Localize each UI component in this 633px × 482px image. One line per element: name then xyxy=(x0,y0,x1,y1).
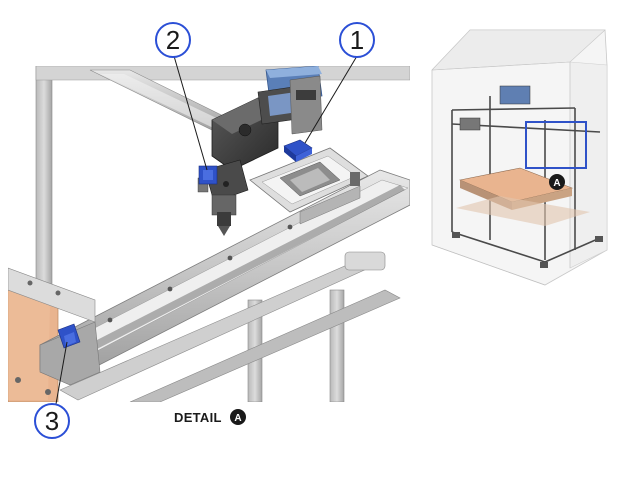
detail-marker-letter: A xyxy=(234,413,241,424)
highlight-part-2 xyxy=(198,165,218,185)
callout-2-label: 2 xyxy=(166,25,180,55)
callout-1-label: 1 xyxy=(350,25,364,55)
callout-1: 1 xyxy=(339,22,375,58)
printer-overview: A xyxy=(431,29,608,286)
detail-marker-badge xyxy=(230,409,246,425)
frame-top-bar xyxy=(35,66,410,81)
svg-text:A: A xyxy=(553,178,560,189)
frame-post-right xyxy=(329,289,345,402)
base-bar xyxy=(129,289,401,402)
callout-3: 3 xyxy=(34,403,70,439)
detail-view xyxy=(8,66,410,402)
overview-detail-marker: A xyxy=(549,174,565,190)
highlight-part-1 xyxy=(283,139,313,162)
callout-2: 2 xyxy=(155,22,191,58)
detail-caption: DETAIL A xyxy=(174,409,246,425)
callout-leaders xyxy=(55,55,358,405)
detail-label: DETAIL xyxy=(174,410,222,425)
callout-3-label: 3 xyxy=(45,406,59,436)
detail-region-box xyxy=(525,121,587,169)
